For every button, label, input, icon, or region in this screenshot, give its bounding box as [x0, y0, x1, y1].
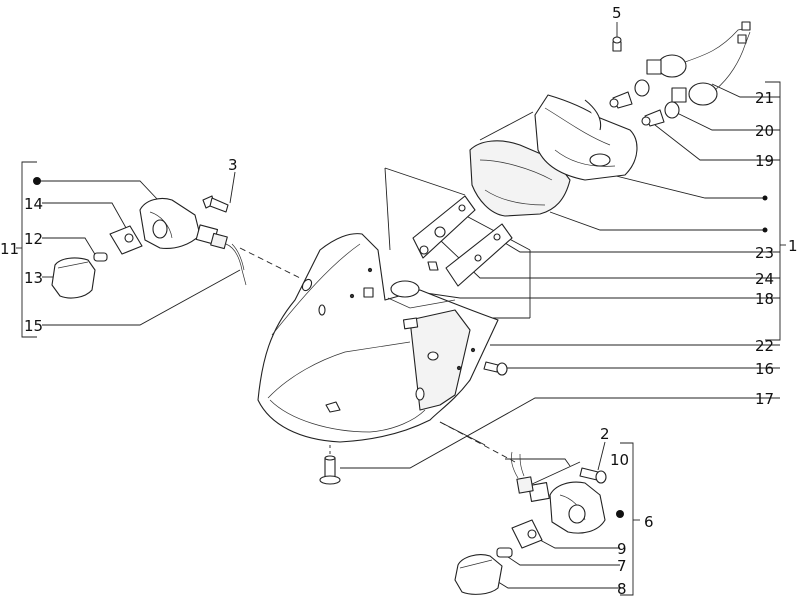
callout-14: 14 [24, 195, 43, 213]
dot-right-lower [762, 227, 768, 233]
callout-21: 21 [755, 89, 774, 107]
right-turn-signal [454, 451, 607, 595]
reference-dots [33, 177, 768, 518]
rear-fender [257, 233, 499, 443]
callout-1: 1 [788, 237, 798, 255]
callout-17: 17 [755, 390, 774, 408]
callout-5: 5 [612, 4, 622, 22]
callout-24: 24 [755, 270, 774, 288]
callout-6: 6 [644, 513, 654, 531]
callout-16: 16 [755, 360, 774, 378]
dot-right-signal [616, 510, 624, 518]
bracket-plates [412, 195, 513, 287]
callout-7: 7 [617, 557, 627, 575]
dot-left [33, 177, 41, 185]
callout-2: 2 [600, 425, 610, 443]
tail-lamp-unit [469, 94, 638, 217]
bulbs-and-sockets [609, 21, 751, 127]
callout-labels: 5 21 20 19 1 3 14 11 12 13 15 23 24 18 2… [0, 4, 798, 598]
callout-12: 12 [24, 230, 43, 248]
callout-15: 15 [24, 317, 43, 335]
callout-8: 8 [617, 580, 627, 598]
callout-11: 11 [0, 240, 19, 258]
callout-9: 9 [617, 540, 627, 558]
fasteners [319, 361, 508, 485]
callout-3: 3 [228, 156, 238, 174]
callout-22: 22 [755, 337, 774, 355]
left-turn-signal [51, 195, 247, 299]
callout-23: 23 [755, 244, 774, 262]
callout-20: 20 [755, 122, 774, 140]
callout-13: 13 [24, 269, 43, 287]
callout-18: 18 [755, 290, 774, 308]
callout-19: 19 [755, 152, 774, 170]
dot-right-upper [762, 195, 768, 201]
callout-10: 10 [610, 451, 629, 469]
